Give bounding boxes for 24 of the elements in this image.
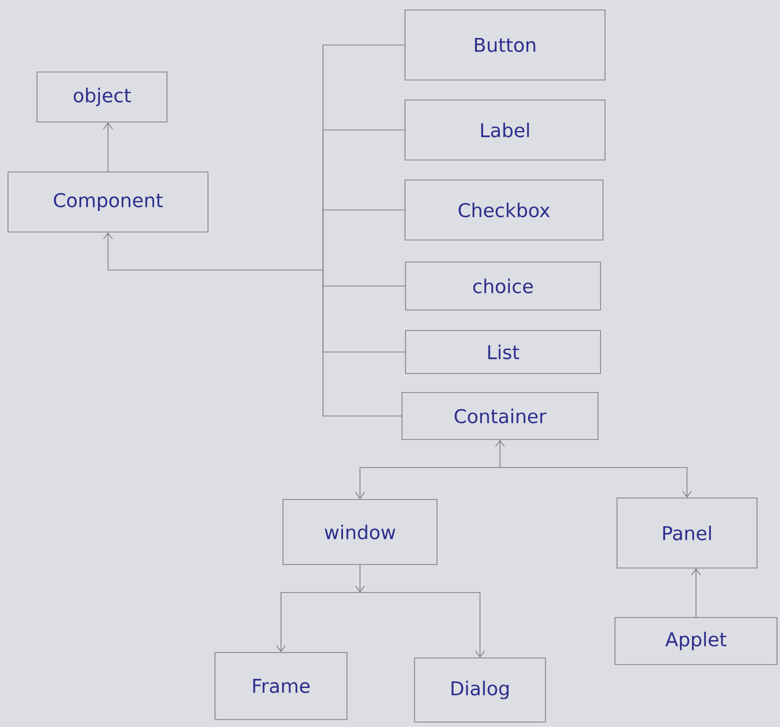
class-box: Checkbox bbox=[404, 180, 604, 240]
arrow bbox=[103, 122, 113, 172]
arrow bbox=[276, 592, 360, 652]
arrow bbox=[355, 564, 365, 592]
connector-line bbox=[322, 270, 402, 416]
class-box: Frame bbox=[214, 652, 348, 720]
class-box: object bbox=[36, 72, 168, 122]
class-box: List bbox=[405, 330, 601, 374]
arrow bbox=[103, 232, 324, 270]
arrow bbox=[355, 467, 500, 500]
class-box: Button bbox=[404, 10, 606, 80]
class-box: window bbox=[282, 499, 438, 565]
class-box: Dialog bbox=[414, 658, 546, 722]
connector-line bbox=[322, 210, 405, 270]
class-box: Container bbox=[402, 392, 598, 440]
arrow bbox=[500, 467, 692, 498]
class-box: Applet bbox=[614, 617, 778, 665]
class-box: choice bbox=[405, 262, 601, 310]
arrow bbox=[495, 440, 505, 468]
arrow bbox=[691, 568, 701, 618]
arrow bbox=[360, 592, 485, 658]
class-box: Panel bbox=[616, 498, 758, 568]
class-box: Component bbox=[8, 172, 208, 232]
class-box: Label bbox=[404, 100, 606, 160]
